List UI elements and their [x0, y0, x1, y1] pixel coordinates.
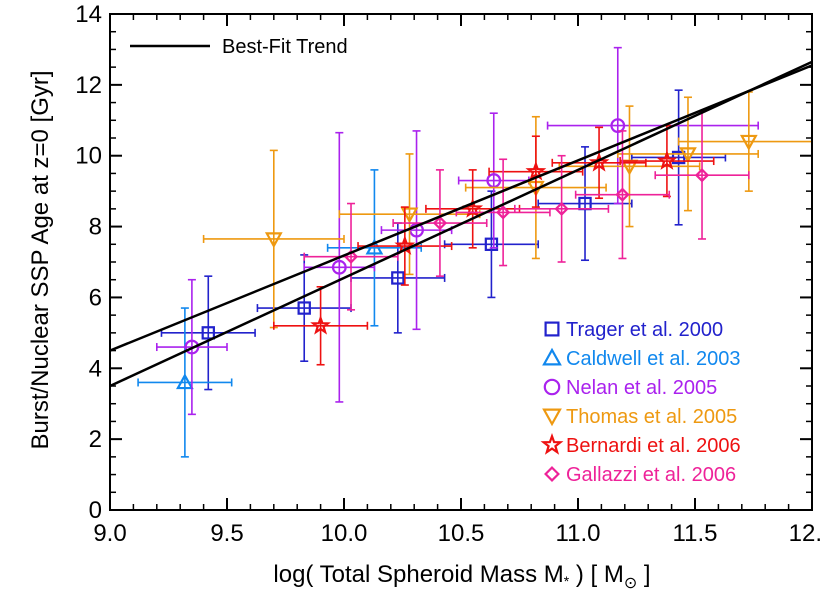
- data-point-marker: [297, 301, 311, 315]
- data-point-marker: [679, 147, 697, 164]
- legend-item: Nelan et al. 2005: [543, 377, 717, 399]
- data-point-marker: [201, 326, 215, 340]
- data-point-marker: [610, 118, 626, 133]
- legend-marker: [544, 466, 560, 482]
- best-fit-layer: [110, 60, 812, 388]
- y-tick-label: 0: [89, 497, 102, 524]
- x-tick-label: 10.0: [321, 520, 368, 547]
- data-point-marker: [615, 187, 630, 202]
- data-point-marker: [264, 232, 283, 249]
- legend-marker: [543, 378, 561, 396]
- legend-marker: [542, 347, 562, 366]
- legend-marker: [540, 432, 564, 455]
- series-circle: [156, 46, 759, 416]
- data-point-marker: [176, 373, 194, 390]
- y-tick-label: 6: [89, 284, 102, 311]
- data-point-marker: [739, 134, 758, 151]
- data-point-marker: [588, 151, 610, 172]
- legend-label: Bernardi et al. 2006: [566, 435, 741, 457]
- data-point-marker: [331, 259, 347, 275]
- best-fit-legend-label: Best-Fit Trend: [222, 36, 348, 58]
- data-point-marker: [184, 339, 200, 355]
- x-tick-label: 12.0: [789, 520, 822, 547]
- x-tick-label: 9.0: [93, 520, 126, 547]
- series-star: [272, 124, 715, 366]
- legend-label: Gallazzi et al. 2006: [566, 464, 736, 486]
- x-tick-label: 11.0: [556, 520, 601, 547]
- series-triangle-up: [137, 169, 423, 458]
- legend-item: Trager et al. 2000: [544, 319, 723, 341]
- data-point-marker: [391, 271, 405, 285]
- series-diamond: [303, 110, 750, 311]
- legend-item: Bernardi et al. 2006: [540, 432, 741, 457]
- series-layer: [137, 46, 812, 458]
- legend-label: Caldwell et al. 2003: [566, 348, 741, 370]
- best-fit-line: [110, 64, 812, 352]
- y-tick-label: 2: [89, 426, 102, 453]
- legend-label: Trager et al. 2000: [566, 319, 723, 341]
- legend-item: Gallazzi et al. 2006: [544, 464, 736, 486]
- legend-label: Nelan et al. 2005: [566, 377, 717, 399]
- data-point-marker: [656, 150, 678, 170]
- data-point-marker: [525, 160, 547, 181]
- legend-marker: [544, 321, 560, 337]
- data-point-marker: [365, 238, 384, 255]
- y-tick-label: 14: [75, 1, 102, 28]
- x-tick-label: 10.5: [438, 520, 485, 547]
- data-point-marker: [694, 168, 710, 183]
- y-axis-title: Burst/Nuclear SSP Age at z=0 [Gyr]: [27, 70, 54, 449]
- y-tick-label: 8: [89, 214, 102, 241]
- x-tick-label: 11.5: [673, 520, 718, 547]
- y-tick-label: 12: [75, 72, 102, 99]
- y-tick-label: 4: [89, 355, 102, 382]
- series-triangle-down: [202, 91, 812, 329]
- data-point-marker: [554, 201, 569, 217]
- legend-item: Caldwell et al. 2003: [542, 347, 741, 370]
- data-point-marker: [432, 215, 448, 231]
- data-point-marker: [484, 237, 499, 251]
- x-tick-label: 9.5: [210, 520, 243, 547]
- legend-marker: [542, 408, 562, 427]
- y-tick-label: 10: [75, 143, 102, 170]
- data-point-marker: [671, 150, 686, 165]
- data-point-marker: [310, 314, 332, 335]
- axis-layer: 9.0 9.5 10.0 10.5 11.0 11.5 12.0 0 2 4 6 8 10 12 14: [75, 1, 822, 547]
- data-point-marker: [400, 207, 419, 224]
- legend-item: Thomas et al. 2005: [542, 406, 737, 428]
- best-fit-line: [110, 60, 812, 388]
- x-axis-title: log( Total Spheroid Mass M* ) [ M⊙ ]: [273, 561, 650, 590]
- legend-label: Thomas et al. 2005: [566, 406, 737, 428]
- best-fit-legend: Best-Fit Trend: [130, 36, 348, 58]
- data-point-marker: [495, 205, 511, 220]
